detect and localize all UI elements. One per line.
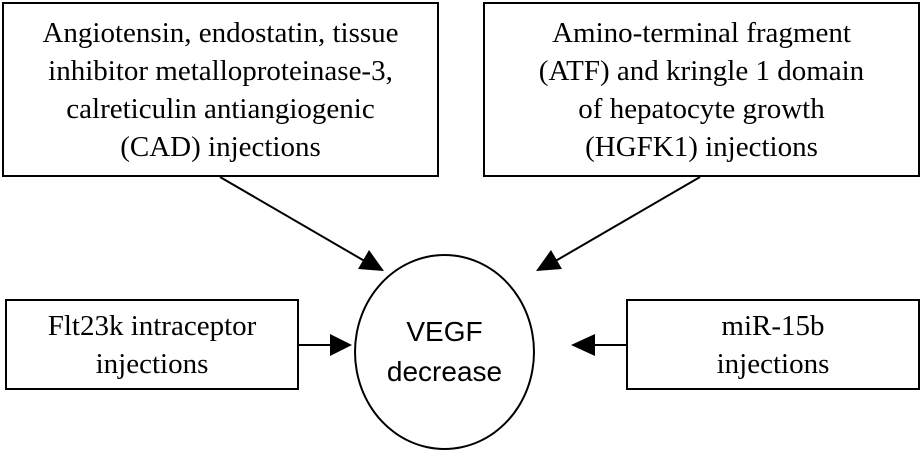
node-hgfk1-injections: Amino-terminal fragment (ATF) and kringl… [483, 2, 920, 177]
node-vegf-label: VEGF decrease [386, 316, 503, 387]
node-cad-injections: Angiotensin, endostatin, tissue inhibito… [2, 2, 439, 177]
node-flt23k-label: Flt23k intraceptor injections [47, 309, 257, 380]
edge-hgfk1-to-vegf [536, 176, 701, 271]
edge-cad-to-vegf [219, 176, 384, 271]
node-mir15b-label: miR-15b injections [716, 309, 830, 380]
node-cad-label: Angiotensin, endostatin, tissue inhibito… [42, 16, 399, 163]
edge-mir15b-to-vegf [571, 334, 626, 356]
node-hgfk1-label: Amino-terminal fragment (ATF) and kringl… [538, 16, 865, 163]
node-flt23k-injections: Flt23k intraceptor injections [5, 299, 299, 390]
edges-layer [219, 176, 701, 356]
node-vegf-decrease: VEGF decrease [354, 254, 535, 450]
edge-flt23k-to-vegf [299, 334, 352, 356]
node-mir15b-injections: miR-15b injections [626, 299, 920, 390]
